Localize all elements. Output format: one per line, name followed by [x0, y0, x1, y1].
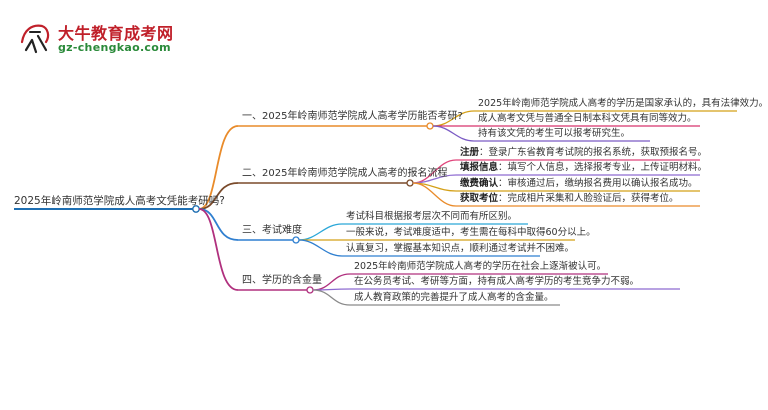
- leaf-text: 认真复习，掌握基本知识点，顺利通过考试并不困难。: [346, 243, 575, 254]
- leaf-text: 成人教育政策的完善提升了成人高考的含金量。: [354, 292, 554, 303]
- branch-connector-4: [198, 208, 239, 291]
- logo-mark-icon: [20, 24, 50, 54]
- leaf-label: 获取考位: [460, 193, 499, 204]
- leaf-node-3-3[interactable]: 认真复习，掌握基本知识点，顺利通过考试并不困难。: [346, 243, 574, 255]
- leaf-node-2-4[interactable]: 获取考位：完成相片采集和人脸验证后，获得考位。: [460, 193, 679, 205]
- branch-connector-2: [198, 182, 239, 210]
- leaf-node-2-2[interactable]: 填报信息：填写个人信息，选择报考专业，上传证明材料。: [460, 162, 707, 174]
- leaf-text: 2025年岭南师范学院成人高考的学历在社会上逐渐被认可。: [354, 261, 607, 272]
- leaf-text: ：填写个人信息，选择报考专业，上传证明材料。: [498, 162, 708, 173]
- root-node-label[interactable]: 2025年岭南师范学院成人高考文凭能考研吗?: [14, 195, 225, 207]
- leaf-text: 成人高考文凭与普通全日制本科文凭具有同等效力。: [478, 113, 697, 124]
- leaf-node-3-2[interactable]: 一般来说，考试难度适中，考生需在每科中取得60分以上。: [346, 227, 596, 239]
- leaf-node-2-1[interactable]: 注册：登录广东省教育考试院的报名系统，获取预报名号。: [460, 147, 707, 159]
- leaf-node-3-1[interactable]: 考试科目根据报考层次不同而有所区别。: [346, 211, 517, 223]
- branch-connector-1: [198, 125, 239, 210]
- branch-node-dot-4: [306, 286, 314, 294]
- branch-node-dot-1: [426, 122, 434, 130]
- leaf-text: 2025年岭南师范学院成人高考的学历是国家承认的，具有法律效力。: [478, 98, 768, 109]
- mindmap-canvas: [14, 110, 737, 306]
- leaf-connector-3-1: [298, 223, 343, 241]
- leaf-label: 填报信息: [460, 162, 499, 173]
- leaf-connector-2-4: [412, 182, 457, 207]
- leaf-node-4-1[interactable]: 2025年岭南师范学院成人高考的学历在社会上逐渐被认可。: [354, 261, 606, 273]
- leaf-text: 一般来说，考试难度适中，考生需在每科中取得60分以上。: [346, 227, 596, 238]
- leaf-connector-4-3: [312, 289, 351, 306]
- logo-url: gz-chengkao.com: [58, 41, 171, 54]
- leaf-label: 注册: [460, 147, 480, 158]
- site-logo[interactable]: 大牛教育成考网 gz-chengkao.com: [18, 18, 208, 60]
- leaf-node-1-2[interactable]: 成人高考文凭与普通全日制本科文凭具有同等效力。: [478, 113, 697, 125]
- branch-node-1[interactable]: 一、2025年岭南师范学院成人高考学历能否考研?: [242, 111, 463, 122]
- leaf-node-4-3[interactable]: 成人教育政策的完善提升了成人高考的含金量。: [354, 292, 554, 304]
- branch-node-4[interactable]: 四、学历的含金量: [242, 275, 322, 286]
- leaf-text: ：登录广东省教育考试院的报名系统，获取预报名号。: [479, 147, 708, 158]
- leaf-connector-3-3: [298, 239, 343, 257]
- leaf-text: ：审核通过后，缴纳报名费用以确认报名成功。: [498, 178, 698, 189]
- leaf-node-2-3[interactable]: 缴费确认：审核通过后，缴纳报名费用以确认报名成功。: [460, 178, 698, 190]
- branch-node-2[interactable]: 二、2025年岭南师范学院成人高考的报名流程: [242, 168, 448, 179]
- leaf-node-1-1[interactable]: 2025年岭南师范学院成人高考的学历是国家承认的，具有法律效力。: [478, 98, 768, 110]
- branch-node-dot-2: [406, 179, 414, 187]
- branch-node-3[interactable]: 三、考试难度: [242, 225, 302, 236]
- leaf-label: 缴费确认: [460, 178, 499, 189]
- leaf-text: 在公务员考试、考研等方面，持有成人高考学历的考生竞争力不弱。: [354, 276, 640, 287]
- branch-connector-3: [198, 208, 239, 241]
- leaf-node-1-3[interactable]: 持有该文凭的考生可以报考研究生。: [478, 128, 630, 140]
- leaf-text: ：完成相片采集和人脸验证后，获得考位。: [498, 193, 679, 204]
- leaf-text: 持有该文凭的考生可以报考研究生。: [478, 128, 631, 139]
- leaf-text: 考试科目根据报考层次不同而有所区别。: [346, 211, 518, 222]
- branch-node-dot-3: [292, 236, 300, 244]
- leaf-connector-1-3: [432, 125, 475, 142]
- logo-title: 大牛教育成考网: [58, 24, 174, 43]
- leaf-node-4-2[interactable]: 在公务员考试、考研等方面，持有成人高考学历的考生竞争力不弱。: [354, 276, 639, 288]
